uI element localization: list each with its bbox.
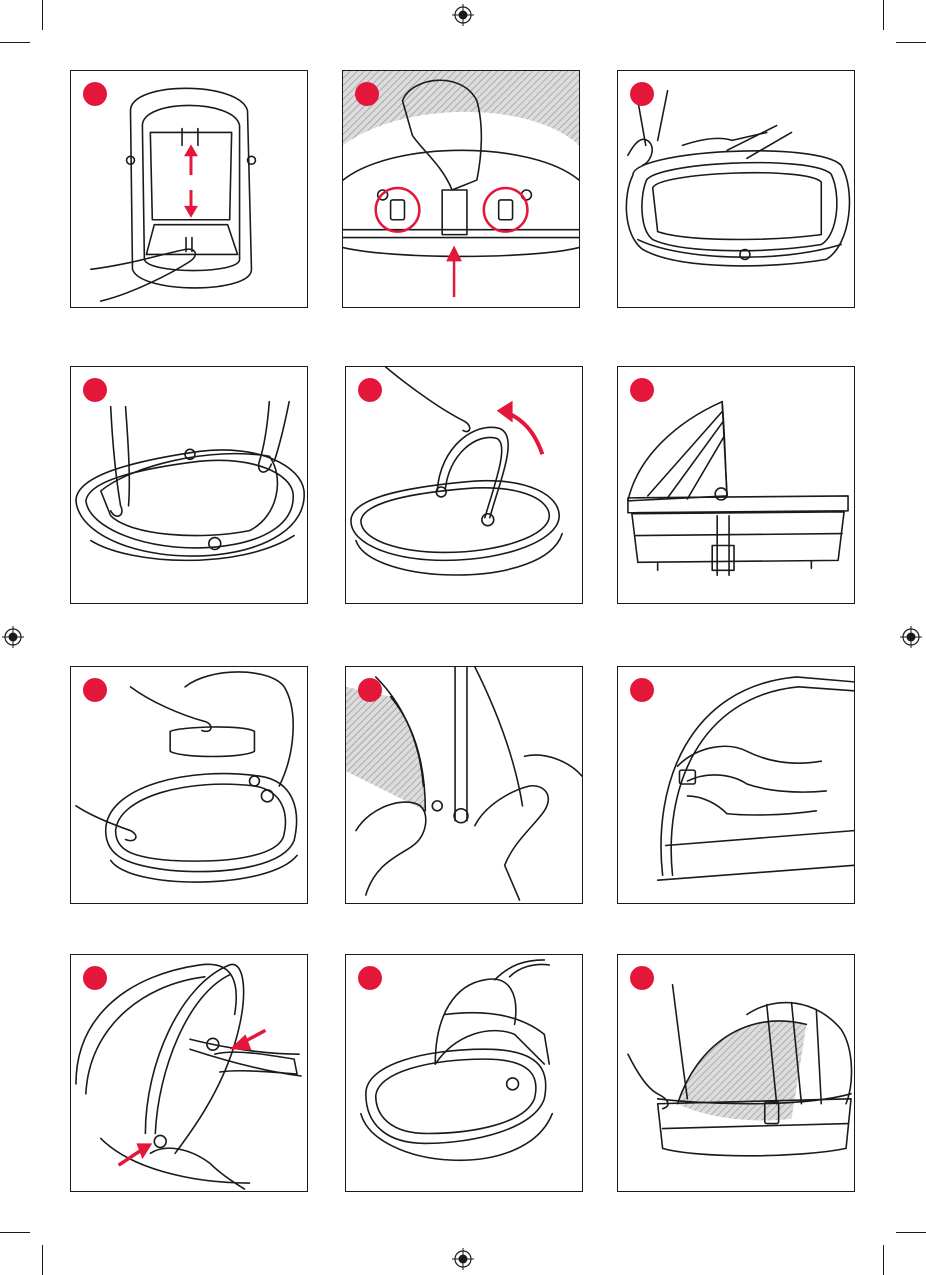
step-badge [355, 82, 379, 106]
step-6-panel [617, 366, 855, 604]
step-9-panel [617, 666, 855, 904]
fabric-cover-fit-icon [618, 71, 854, 307]
canopy-rod-insert-icon [346, 667, 582, 903]
step-badge [630, 966, 654, 990]
step-badge [83, 82, 107, 106]
crop-mark [883, 0, 884, 30]
step-4-panel [70, 366, 308, 604]
step-5-panel [345, 366, 583, 604]
clip-hooks-closeup-icon [343, 71, 579, 307]
step-badge [83, 966, 107, 990]
step-badge [358, 378, 382, 402]
crop-mark [42, 1245, 43, 1275]
cushion-insert-icon [71, 667, 307, 903]
registration-mark-icon [900, 626, 922, 648]
step-8-panel [345, 666, 583, 904]
crop-mark [883, 1245, 884, 1275]
step-3-panel [617, 70, 855, 308]
step-badge [358, 966, 382, 990]
canopy-side-view-icon [618, 367, 854, 603]
crop-mark [896, 42, 926, 43]
apron-cover-place-icon [71, 367, 307, 603]
step-1-panel [70, 70, 308, 308]
step-11-panel [345, 954, 583, 1192]
step-badge [83, 378, 107, 402]
canopy-hinge-press-icon [71, 955, 307, 1191]
canopy-clip-attach-icon [618, 667, 854, 903]
crop-mark [896, 1232, 926, 1233]
step-2-panel [342, 70, 580, 308]
handle-raise-icon [346, 367, 582, 603]
step-badge [630, 678, 654, 702]
carrycot-frame-pull-tab-icon [71, 71, 307, 307]
step-badge [630, 378, 654, 402]
step-12-panel [617, 954, 855, 1192]
crop-mark [0, 1232, 30, 1233]
registration-mark-icon [452, 4, 474, 26]
step-badge [358, 678, 382, 702]
crop-mark [0, 42, 30, 43]
step-badge [630, 82, 654, 106]
registration-mark-icon [452, 1248, 474, 1270]
sun-visor-extend-icon [618, 955, 854, 1191]
carry-handle-lift-icon [346, 955, 582, 1191]
registration-mark-icon [2, 626, 24, 648]
step-10-panel [70, 954, 308, 1192]
step-7-panel [70, 666, 308, 904]
step-badge [83, 678, 107, 702]
crop-mark [42, 0, 43, 30]
